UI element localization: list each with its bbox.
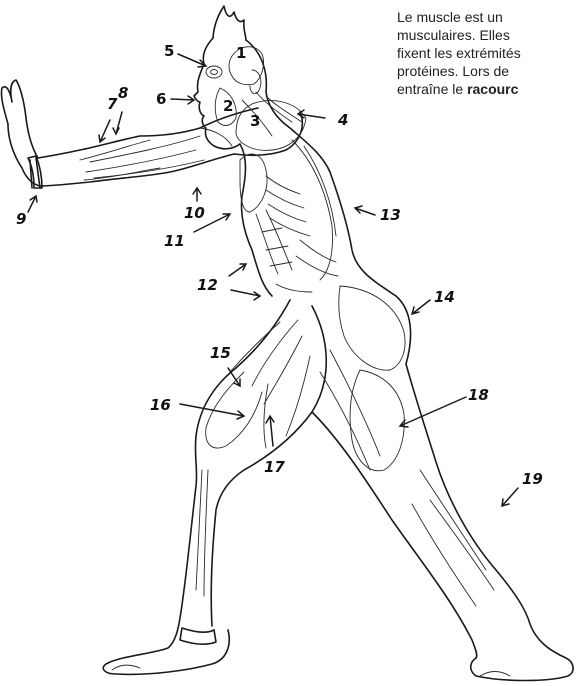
label-3: 3 [250,112,260,130]
label-5: 5 [164,42,174,60]
label-1: 1 [236,44,246,62]
label-2: 2 [223,97,233,115]
label-13: 13 [380,206,401,224]
label-6: 6 [156,90,166,108]
label-15: 15 [210,344,231,362]
label-12: 12 [197,276,218,294]
label-18: 18 [468,386,489,404]
label-16: 16 [150,396,171,414]
label-4: 4 [337,111,348,129]
muscle-detail [28,47,494,644]
label-9: 9 [16,210,26,228]
label-19: 19 [522,470,543,488]
label-17: 17 [264,458,285,476]
body-outline [1,6,573,681]
label-8: 8 [118,84,128,102]
leader-arrows [28,54,518,506]
number-labels: 1 2 3 4 5 6 7 8 9 10 11 12 13 14 15 16 1… [16,42,543,488]
label-14: 14 [434,288,455,306]
label-10: 10 [184,204,205,222]
label-11: 11 [164,232,185,250]
label-7: 7 [107,95,118,113]
